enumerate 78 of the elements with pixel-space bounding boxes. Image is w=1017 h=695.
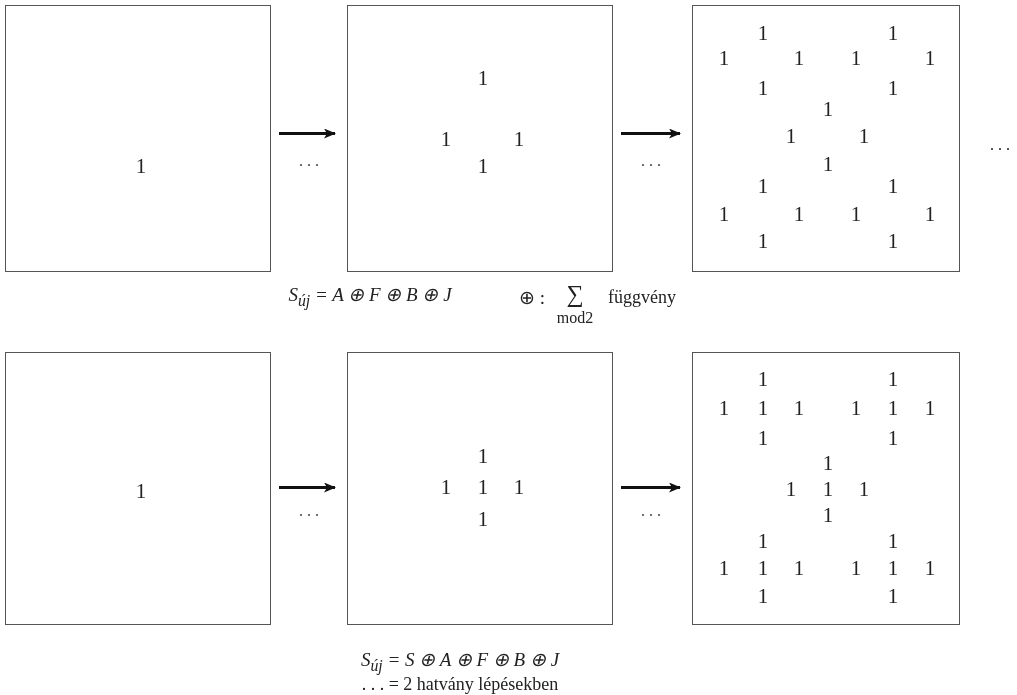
cell-value: 1 <box>785 125 797 147</box>
cell-value: 1 <box>757 397 769 419</box>
cell-value: 1 <box>785 478 797 500</box>
ellipsis: . . . <box>990 137 1010 153</box>
cell-value: 1 <box>924 47 936 69</box>
cell-value: 1 <box>822 452 834 474</box>
cell-value: 1 <box>887 77 899 99</box>
cell-value: 1 <box>477 476 489 498</box>
arrow <box>621 128 681 139</box>
formula: S$_{új}$ = S ⊕ A ⊕ F ⊕ B ⊕ J <box>360 650 560 674</box>
description-text: függvény <box>608 288 676 306</box>
edge-label: . . . <box>299 151 319 170</box>
operator-definition: ⊕ : <box>519 287 545 307</box>
cell-value: 1 <box>718 203 730 225</box>
cell-value: 1 <box>887 368 899 390</box>
cell-value: 1 <box>477 67 489 89</box>
grid-box <box>347 352 613 625</box>
edge-label: . . . <box>641 151 661 170</box>
cell-value: 1 <box>887 175 899 197</box>
cell-value: 1 <box>887 230 899 252</box>
cell-value: 1 <box>757 557 769 579</box>
cell-value: 1 <box>924 203 936 225</box>
cell-value: 1 <box>513 128 525 150</box>
cell-value: 1 <box>757 230 769 252</box>
cell-value: 1 <box>440 476 452 498</box>
cell-value: 1 <box>850 47 862 69</box>
cell-value: 1 <box>757 585 769 607</box>
cell-value: 1 <box>858 478 870 500</box>
cell-value: 1 <box>822 98 834 120</box>
cell-value: 1 <box>477 508 489 530</box>
grid-box <box>692 5 960 272</box>
cell-value: 1 <box>924 557 936 579</box>
note-text: . . . = 2 hatvány lépésekben <box>361 675 559 693</box>
cell-value: 1 <box>887 427 899 449</box>
subscript-text: mod2 <box>556 310 594 326</box>
cell-value: 1 <box>887 397 899 419</box>
cell-value: 1 <box>793 203 805 225</box>
cell-value: 1 <box>135 155 147 177</box>
cell-value: 1 <box>850 397 862 419</box>
cell-value: 1 <box>757 77 769 99</box>
cell-value: 1 <box>793 397 805 419</box>
cell-value: 1 <box>718 557 730 579</box>
cell-value: 1 <box>135 480 147 502</box>
arrow <box>621 482 681 493</box>
cell-value: 1 <box>757 175 769 197</box>
edge-label: . . . <box>299 501 319 520</box>
arrow <box>279 128 336 139</box>
cell-value: 1 <box>477 155 489 177</box>
cell-value: 1 <box>850 203 862 225</box>
grid-box <box>5 352 271 625</box>
cell-value: 1 <box>822 478 834 500</box>
cell-value: 1 <box>757 530 769 552</box>
cell-value: 1 <box>887 585 899 607</box>
cell-value: 1 <box>887 22 899 44</box>
cell-value: 1 <box>757 427 769 449</box>
cell-value: 1 <box>757 22 769 44</box>
cell-value: 1 <box>477 445 489 467</box>
cell-value: 1 <box>822 504 834 526</box>
cell-value: 1 <box>718 47 730 69</box>
cell-value: 1 <box>793 557 805 579</box>
sum-symbol: ∑ <box>566 282 584 306</box>
cell-value: 1 <box>858 125 870 147</box>
edge-label: . . . <box>641 501 661 520</box>
cell-value: 1 <box>718 397 730 419</box>
cell-value: 1 <box>793 47 805 69</box>
cell-value: 1 <box>924 397 936 419</box>
formula: S$_{új}$ = A ⊕ F ⊕ B ⊕ J <box>288 285 452 309</box>
cell-value: 1 <box>887 557 899 579</box>
cell-value: 1 <box>440 128 452 150</box>
grid-box <box>5 5 271 272</box>
grid-box <box>347 5 613 272</box>
arrow <box>279 482 336 493</box>
cell-value: 1 <box>513 476 525 498</box>
cell-value: 1 <box>887 530 899 552</box>
cell-value: 1 <box>757 368 769 390</box>
cell-value: 1 <box>850 557 862 579</box>
cell-value: 1 <box>822 153 834 175</box>
grid-box <box>692 352 960 625</box>
